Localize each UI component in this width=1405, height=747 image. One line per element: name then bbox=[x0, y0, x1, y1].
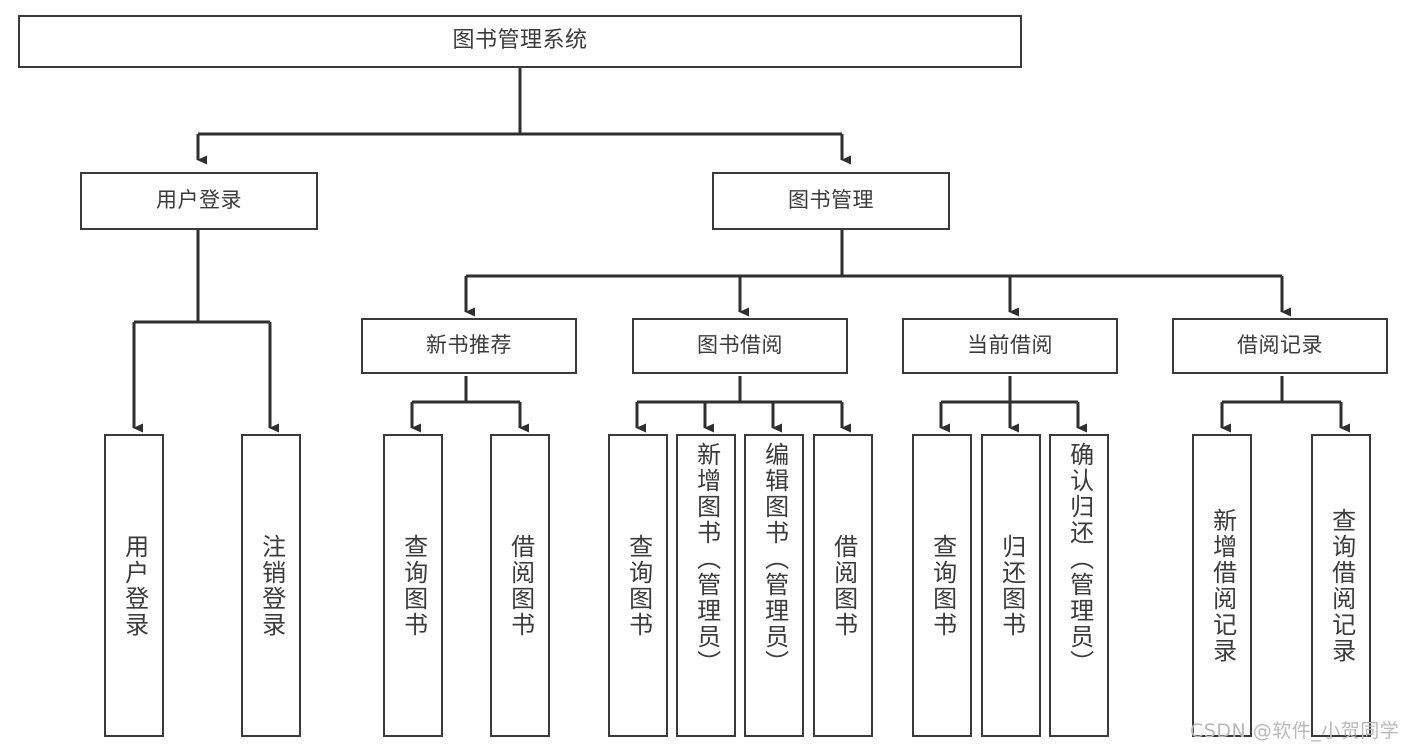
watermark-text: CSDN @软件_小贺同学 bbox=[1190, 720, 1400, 742]
leaf-return-book[interactable]: 归还图书 bbox=[981, 434, 1041, 737]
leaf-user-login[interactable]: 用户登录 bbox=[104, 434, 164, 737]
node-label: 借阅图书 bbox=[829, 533, 858, 638]
node-label: 新增图书（管理员） bbox=[692, 442, 721, 676]
leaf-add-book-admin[interactable]: 新增图书（管理员） bbox=[676, 434, 736, 737]
node-label: 图书管理 bbox=[788, 188, 874, 213]
node-root-system[interactable]: 图书管理系统 bbox=[18, 15, 1022, 68]
node-label: 查询图书 bbox=[928, 533, 957, 638]
node-label: 用户登录 bbox=[120, 533, 149, 638]
leaf-add-borrow-record[interactable]: 新增借阅记录 bbox=[1192, 434, 1252, 737]
node-label: 归还图书 bbox=[997, 533, 1026, 638]
node-label: 查询图书 bbox=[624, 533, 653, 638]
leaf-edit-book-admin[interactable]: 编辑图书（管理员） bbox=[744, 434, 804, 737]
node-label: 查询图书 bbox=[399, 533, 428, 638]
node-label: 新增借阅记录 bbox=[1208, 507, 1237, 664]
leaf-query-book-current[interactable]: 查询图书 bbox=[912, 434, 972, 737]
leaf-query-book-borrow[interactable]: 查询图书 bbox=[608, 434, 668, 737]
node-book-borrow[interactable]: 图书借阅 bbox=[632, 318, 848, 374]
leaf-borrow-book-new-rec[interactable]: 借阅图书 bbox=[490, 434, 550, 737]
node-label: 当前借阅 bbox=[967, 333, 1053, 358]
node-label: 图书借阅 bbox=[697, 333, 783, 358]
node-label: 编辑图书（管理员） bbox=[760, 442, 789, 676]
leaf-confirm-return-admin[interactable]: 确认归还（管理员） bbox=[1049, 434, 1109, 737]
node-label: 借阅记录 bbox=[1237, 333, 1323, 358]
node-label: 借阅图书 bbox=[506, 533, 535, 638]
node-book-manage[interactable]: 图书管理 bbox=[712, 172, 950, 230]
node-borrow-record[interactable]: 借阅记录 bbox=[1172, 318, 1388, 374]
leaf-borrow-book-borrow[interactable]: 借阅图书 bbox=[813, 434, 873, 737]
node-label: 查询借阅记录 bbox=[1327, 507, 1356, 664]
node-new-book-rec[interactable]: 新书推荐 bbox=[361, 318, 577, 374]
leaf-query-borrow-record[interactable]: 查询借阅记录 bbox=[1311, 434, 1371, 737]
node-label: 确认归还（管理员） bbox=[1065, 442, 1094, 676]
node-current-borrow[interactable]: 当前借阅 bbox=[902, 318, 1118, 374]
node-label: 注销登录 bbox=[257, 533, 286, 638]
node-label: 新书推荐 bbox=[426, 333, 512, 358]
node-label: 用户登录 bbox=[156, 188, 242, 213]
leaf-query-book-new-rec[interactable]: 查询图书 bbox=[383, 434, 443, 737]
node-user-login[interactable]: 用户登录 bbox=[80, 172, 318, 230]
node-label: 图书管理系统 bbox=[452, 28, 588, 54]
leaf-user-logout[interactable]: 注销登录 bbox=[241, 434, 301, 737]
